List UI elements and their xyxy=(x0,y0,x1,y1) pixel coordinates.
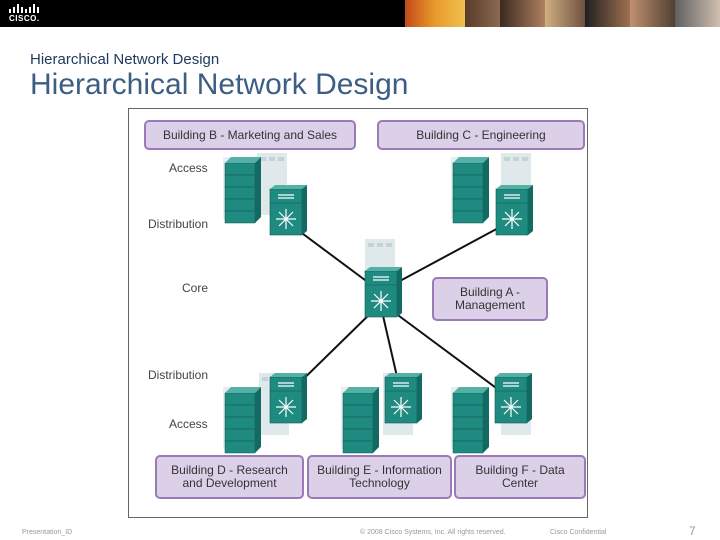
building-d-label: Building D - Research and Development xyxy=(155,455,304,499)
building-a-label: Building A - Management xyxy=(432,277,548,321)
network-diagram: Building B - Marketing and Sales Buildin… xyxy=(128,108,588,518)
building-d-equipment xyxy=(222,372,308,454)
level-access-top: Access xyxy=(169,161,208,175)
banner-photo-strip xyxy=(405,0,720,27)
level-distribution-bottom: Distribution xyxy=(148,368,209,382)
cisco-logo: CISCO. xyxy=(8,4,42,24)
building-b-equipment xyxy=(222,153,308,236)
building-f-label: Building F - Data Center xyxy=(454,455,586,499)
slide-subtitle: Hierarchical Network Design xyxy=(30,51,220,68)
building-c-label: Building C - Engineering xyxy=(377,120,585,150)
top-banner: CISCO. xyxy=(0,0,720,27)
building-c-equipment xyxy=(450,153,534,236)
footer-presentation-id: Presentation_ID xyxy=(22,529,73,536)
level-core: Core xyxy=(182,281,209,295)
building-b-label: Building B - Marketing and Sales xyxy=(144,120,356,150)
network-links xyxy=(282,218,516,400)
level-access-bottom: Access xyxy=(169,417,208,431)
footer-copyright: © 2008 Cisco Systems, Inc. All rights re… xyxy=(360,529,506,536)
footer-confidential: Cisco Confidential xyxy=(550,529,607,536)
level-distribution-top: Distribution xyxy=(148,217,209,231)
slide-title: Hierarchical Network Design xyxy=(30,68,409,101)
logo-text: CISCO. xyxy=(9,14,40,23)
diagram-graphics xyxy=(222,153,534,454)
building-e-equipment xyxy=(340,372,423,454)
building-e-label: Building E - Information Technology xyxy=(307,455,452,499)
page-number: 7 xyxy=(689,524,696,538)
cisco-bars-icon xyxy=(9,4,39,13)
core-switch xyxy=(364,239,403,318)
